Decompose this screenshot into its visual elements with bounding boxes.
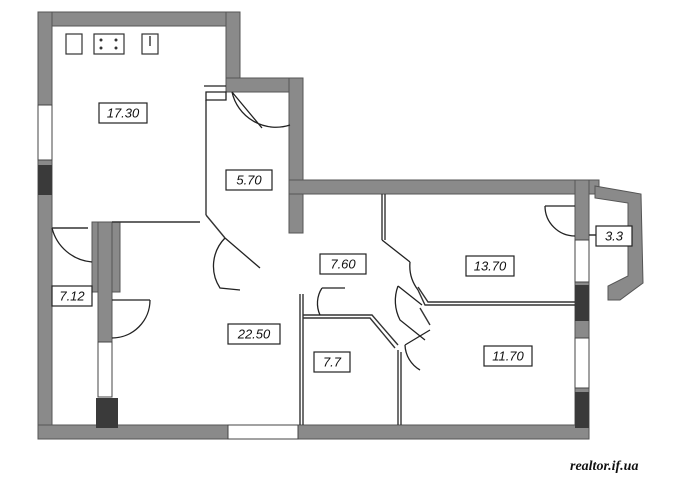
svg-text:7.12: 7.12 (59, 289, 85, 304)
svg-text:13.70: 13.70 (474, 259, 507, 274)
svg-text:17.30: 17.30 (107, 106, 140, 121)
windows (37, 104, 590, 440)
label-room: 11.70 (483, 345, 533, 367)
label-bedroom: 13.70 (465, 255, 515, 277)
interior-walls (52, 100, 575, 425)
svg-text:7.7: 7.7 (323, 355, 342, 370)
outer-walls (37, 11, 600, 440)
svg-text:7.60: 7.60 (330, 257, 356, 272)
label-living: 22.50 (227, 323, 281, 345)
label-hall: 7.60 (319, 253, 367, 275)
label-balcony: 3.3 (595, 225, 633, 247)
room-labels: 17.30 5.70 7.60 13.70 3.3 7.12 22.50 7. (51, 102, 633, 373)
doors (51, 85, 576, 371)
svg-text:22.50: 22.50 (237, 327, 271, 342)
label-bathroom: 7.7 (313, 351, 351, 373)
kitchen-fixtures (65, 33, 159, 55)
svg-text:5.70: 5.70 (236, 173, 262, 188)
label-kitchen: 17.30 (98, 102, 148, 124)
watermark-text: realtor.if.ua (570, 459, 638, 474)
label-corridor: 5.70 (225, 169, 273, 191)
svg-text:11.70: 11.70 (492, 349, 524, 364)
svg-text:3.3: 3.3 (605, 229, 624, 244)
label-entry: 7.12 (51, 285, 93, 307)
